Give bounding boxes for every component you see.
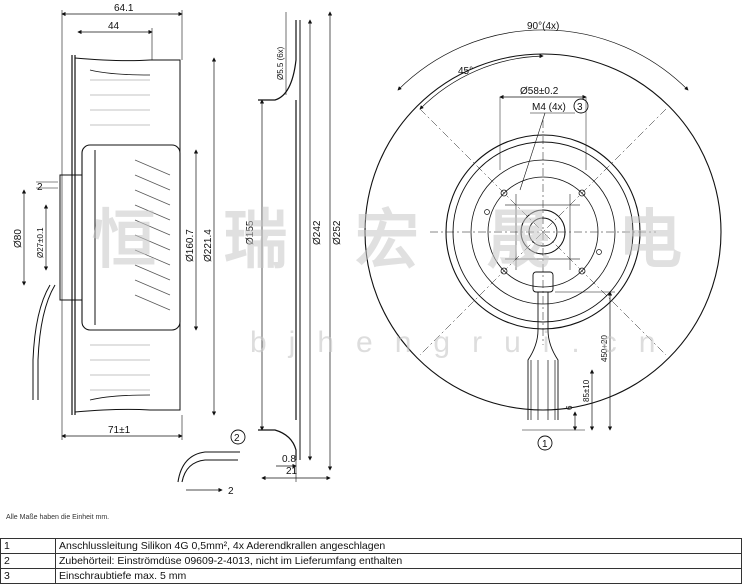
- dim-holes: Ø5.5 (6x): [276, 46, 285, 80]
- note-number: 1: [0, 538, 56, 554]
- dim-dia-27: Ø27±0.1: [36, 227, 45, 258]
- side-view: [21, 10, 217, 440]
- dim-len-450: 450+20: [600, 335, 609, 362]
- front-callout-3: 3: [577, 102, 583, 113]
- unit-note: Alle Maße haben die Einheit mm.: [6, 514, 110, 521]
- note-number: 2: [0, 553, 56, 569]
- dim-m4: M4 (4x): [532, 102, 566, 113]
- dim-dia-160: Ø160.7: [185, 229, 196, 262]
- dim-dia-80: Ø80: [13, 229, 24, 248]
- table-row: 2 Zubehörteil: Einströmdüse 09609-2-4013…: [0, 553, 742, 569]
- technical-drawing: 64.1 44 2 Ø80 Ø27±0.1 Ø160.7 Ø221.4 71±1…: [13, 3, 722, 497]
- detail-dim-2: 2: [228, 486, 234, 497]
- dim-dia-242: Ø242: [312, 220, 323, 245]
- dim-dia-58: Ø58±0.2: [520, 86, 559, 97]
- front-view: [364, 29, 722, 451]
- dim-dia-221: Ø221.4: [203, 229, 214, 262]
- dim-len-85: 85±10: [582, 379, 591, 402]
- dim-angle-90: 90°(4x): [527, 21, 559, 32]
- watermark-url: bjhengrui.cn: [250, 326, 677, 359]
- profile-view: [258, 11, 333, 482]
- dim-width-21: 21: [286, 466, 298, 477]
- dim-length-71: 71±1: [108, 425, 131, 436]
- dim-len-6: 6: [565, 405, 574, 410]
- dim-dia-155: Ø155: [245, 220, 256, 245]
- dim-inner-depth: 44: [108, 21, 120, 32]
- note-number: 3: [0, 568, 56, 584]
- notes-table: 1 Anschlussleitung Silikon 4G 0,5mm², 4x…: [0, 538, 742, 584]
- detail-callout-2: 2: [234, 433, 240, 444]
- note-text: Einschraubtiefe max. 5 mm: [55, 568, 742, 584]
- dim-dia-252: Ø252: [332, 220, 343, 245]
- dim-small-offset: 2: [37, 182, 43, 193]
- table-row: 1 Anschlussleitung Silikon 4G 0,5mm², 4x…: [0, 538, 742, 554]
- front-callout-1: 1: [542, 439, 548, 450]
- table-row: 3 Einschraubtiefe max. 5 mm: [0, 568, 742, 584]
- note-text: Anschlussleitung Silikon 4G 0,5mm², 4x A…: [55, 538, 742, 554]
- dim-overall-depth: 64.1: [114, 3, 134, 14]
- dim-angle-45: 45°: [458, 66, 473, 77]
- dim-thickness-08: 0.8: [282, 454, 296, 465]
- note-text: Zubehörteil: Einströmdüse 09609-2-4013, …: [55, 553, 742, 569]
- detail-nozzle: [177, 429, 246, 493]
